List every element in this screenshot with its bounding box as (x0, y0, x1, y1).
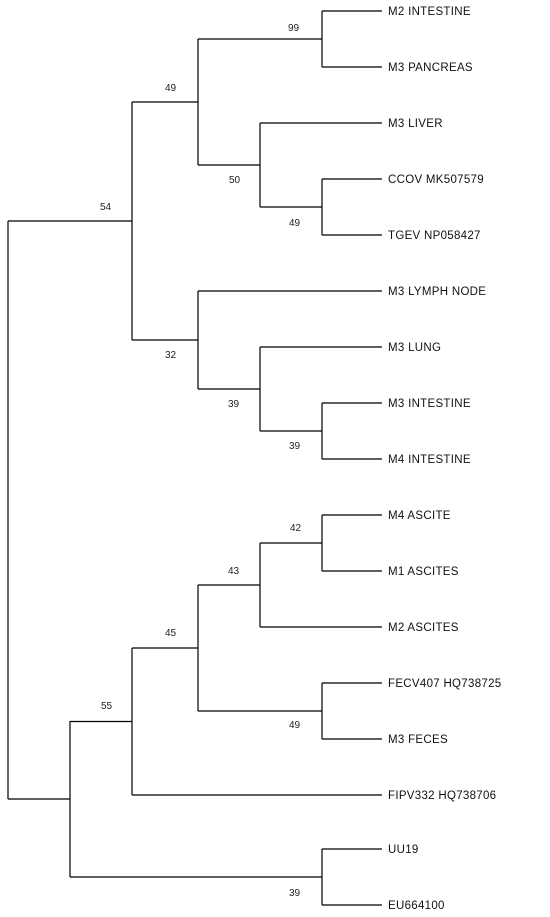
leaf-label-m4-intestine: M4 INTESTINE (388, 454, 471, 466)
bootstrap-labels: 99 49 50 49 54 32 39 39 42 43 45 49 55 3… (100, 23, 302, 899)
bootstrap-value: 39 (289, 888, 301, 899)
leaf-label-m1-ascites: M1 ASCITES (388, 566, 459, 578)
leaf-label-m3-lymph-node: M3 LYMPH NODE (388, 286, 486, 298)
leaf-label-tgev-np058427: TGEV NP058427 (388, 230, 481, 242)
bootstrap-value: 49 (165, 83, 177, 94)
bootstrap-value: 39 (228, 399, 240, 410)
bootstrap-value: 54 (100, 202, 112, 213)
bootstrap-value: 43 (228, 566, 240, 577)
leaf-label-fipv332-hq738706: FIPV332 HQ738706 (388, 790, 496, 802)
leaf-label-m3-feces: M3 FECES (388, 734, 448, 746)
leaf-labels: M2 INTESTINE M3 PANCREAS M3 LIVER CCOV M… (388, 6, 501, 912)
leaf-label-m3-lung: M3 LUNG (388, 342, 441, 354)
bootstrap-value: 32 (165, 350, 177, 361)
bootstrap-value: 50 (229, 175, 241, 186)
leaf-label-uu19: UU19 (388, 844, 419, 856)
bootstrap-value: 42 (290, 523, 302, 534)
bootstrap-value: 39 (289, 441, 301, 452)
leaf-label-m2-ascites: M2 ASCITES (388, 622, 459, 634)
bootstrap-value: 45 (165, 628, 177, 639)
tree-branches (7, 10, 382, 906)
leaf-label-m2-intestine: M2 INTESTINE (388, 6, 471, 18)
leaf-label-eu664100: EU664100 (388, 900, 445, 912)
bootstrap-value: 49 (289, 218, 301, 229)
leaf-label-m4-ascite: M4 ASCITE (388, 510, 451, 522)
bootstrap-value: 49 (289, 720, 301, 731)
leaf-label-fecv407-hq738725: FECV407 HQ738725 (388, 678, 501, 690)
bootstrap-value: 99 (288, 23, 300, 34)
leaf-label-m3-pancreas: M3 PANCREAS (388, 62, 473, 74)
leaf-label-m3-liver: M3 LIVER (388, 118, 443, 130)
leaf-label-ccov-mk507579: CCOV MK507579 (388, 174, 484, 186)
leaf-label-m3-intestine: M3 INTESTINE (388, 398, 471, 410)
bootstrap-value: 55 (101, 701, 113, 712)
